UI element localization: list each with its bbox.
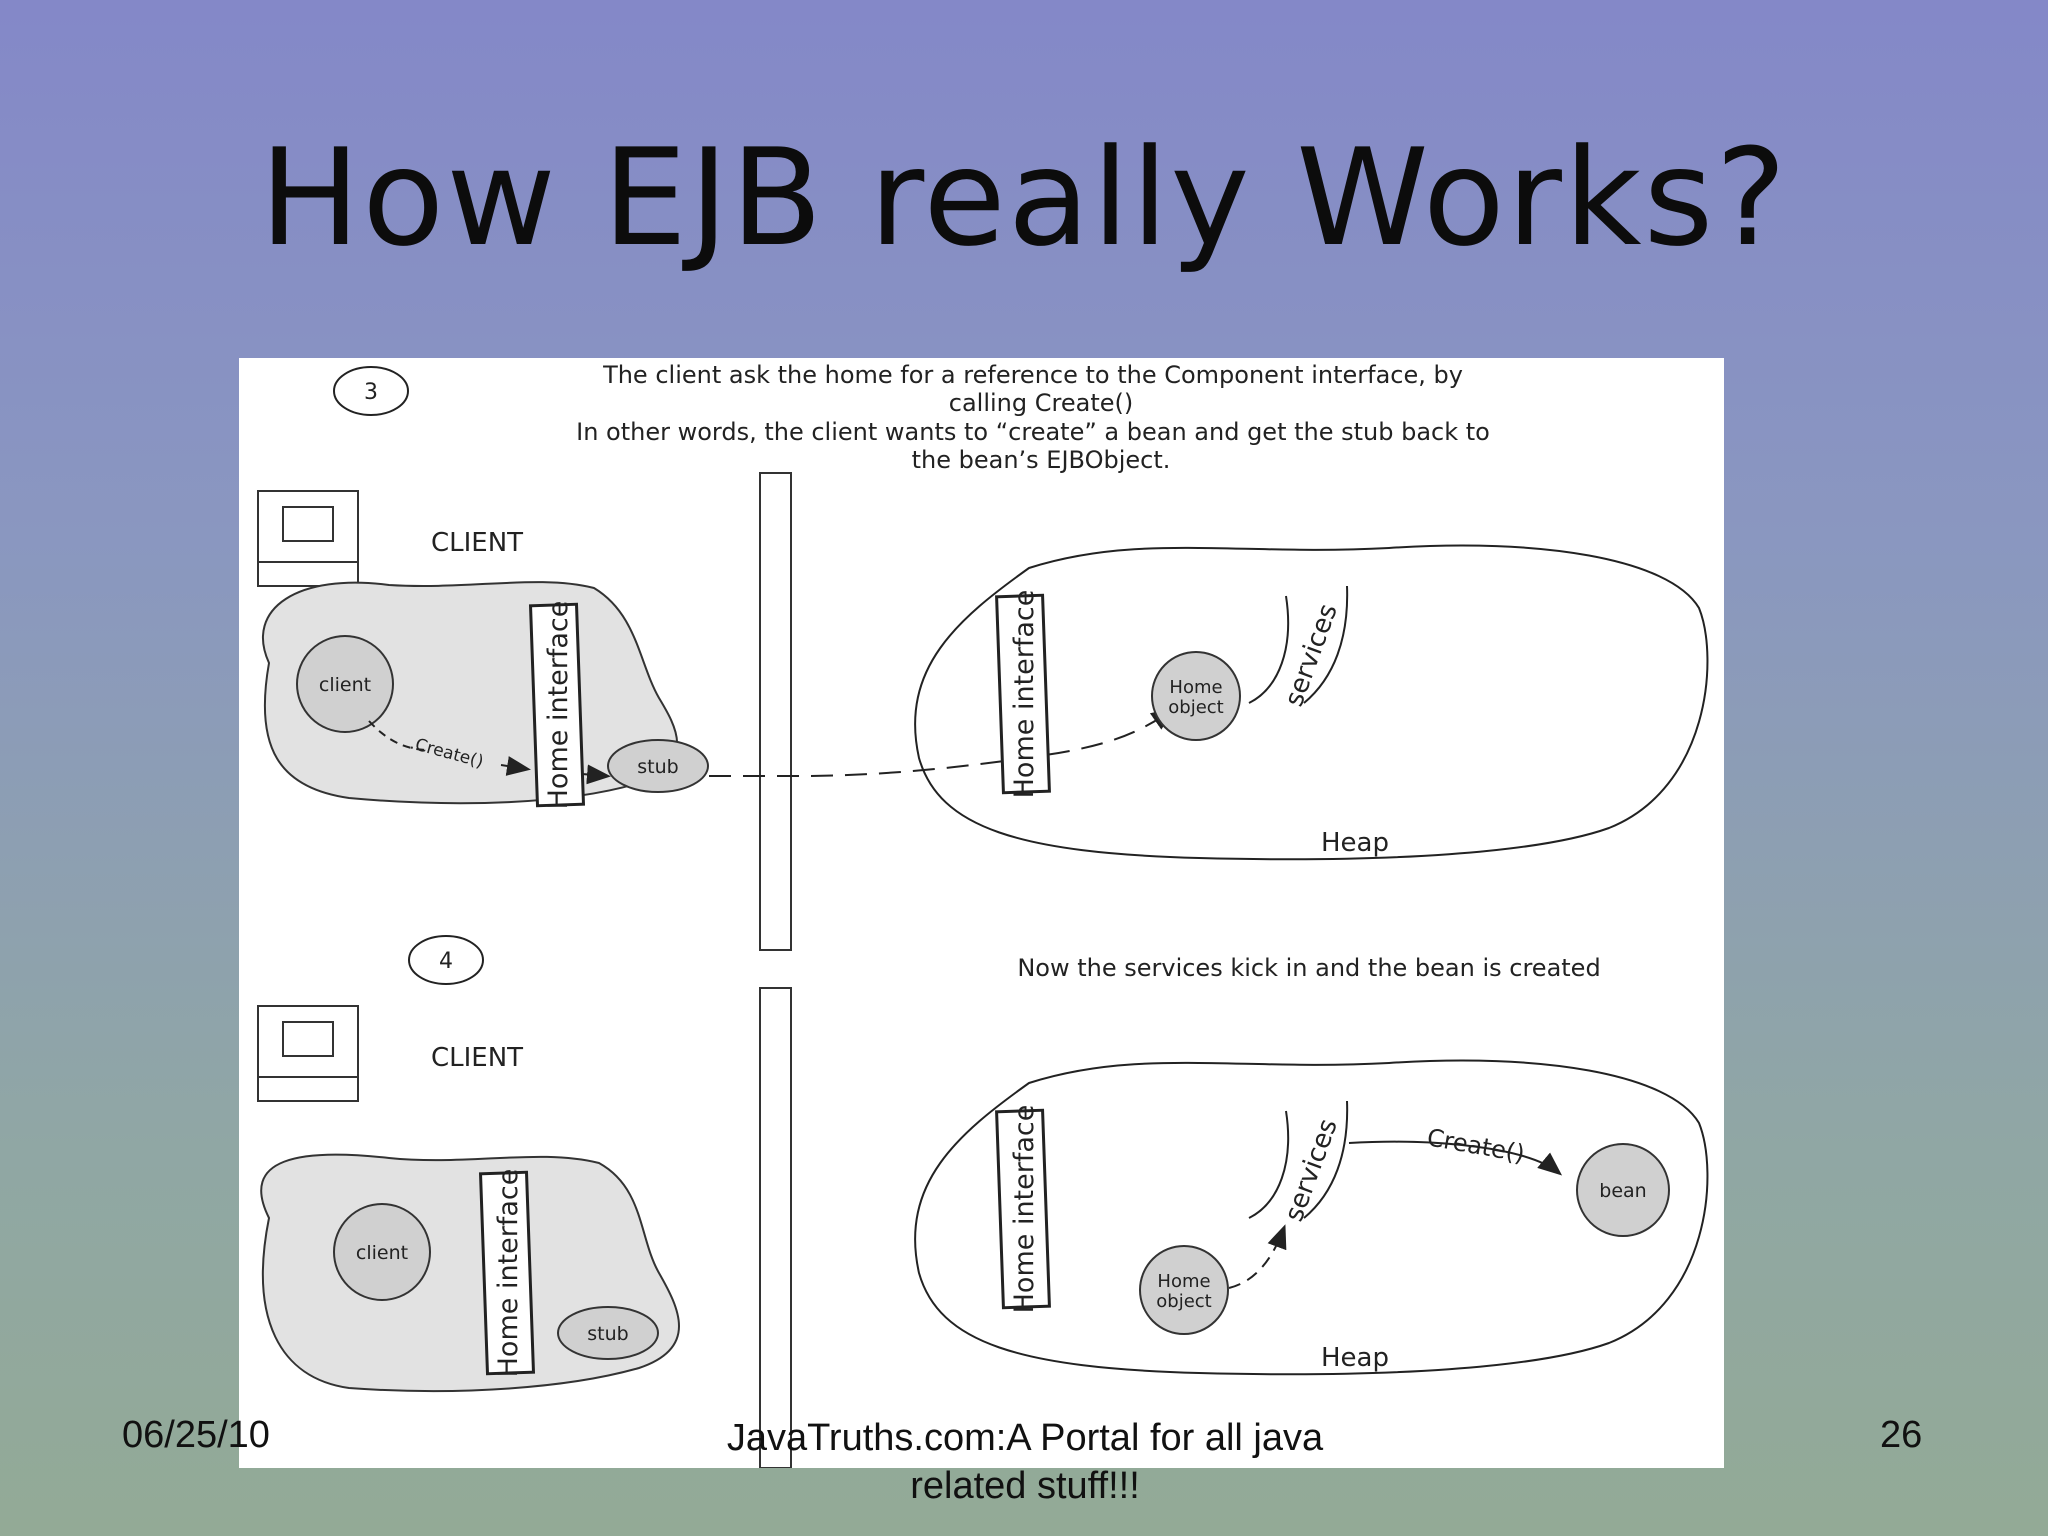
- step4-computer-icon: [257, 1005, 359, 1102]
- footer-source: JavaTruths.com:A Portal for all java rel…: [726, 1417, 1324, 1507]
- step3-home-object: [1151, 651, 1241, 741]
- step4-caption: Now the services kick in and the bean is…: [1017, 954, 1600, 982]
- step3-home-object-line1: Home: [1169, 677, 1222, 698]
- step3-stub: [607, 739, 709, 793]
- step4-client-node-label: client: [356, 1242, 408, 1264]
- step3-services-left-arc: [1248, 595, 1290, 704]
- step4-number-circle: [408, 935, 484, 985]
- footer-date: 06/25/10: [122, 1414, 270, 1456]
- ejb-diagram-panel: 3 The client ask the home for a referenc…: [239, 358, 1724, 1468]
- step4-stub: [557, 1306, 659, 1360]
- step3-client-node: [296, 635, 394, 733]
- step4-client-label: CLIENT: [431, 1043, 523, 1073]
- step3-number-circle: [333, 366, 409, 416]
- step4-heap-label: Heap: [1321, 1343, 1389, 1373]
- step4-home-object-line2: object: [1156, 1291, 1211, 1312]
- step3-client-home-interface-label: Home interface: [543, 601, 574, 810]
- step4-client-node: [333, 1203, 431, 1301]
- step3-client-node-label: client: [319, 674, 371, 696]
- step3-server-home-interface: [995, 593, 1051, 795]
- step3-caption-line2: calling Create(): [949, 389, 1133, 417]
- step3-server-home-interface-label: Home interface: [1009, 590, 1040, 799]
- page-number: 26: [1880, 1414, 1923, 1456]
- step4-bean-label: bean: [1599, 1180, 1646, 1202]
- step3-home-object-line2: object: [1168, 697, 1223, 718]
- step3-client-home-interface: [528, 602, 586, 808]
- step4-client-home-interface-label: Home interface: [493, 1169, 524, 1378]
- step3-caption-line3: In other words, the client wants to “cre…: [576, 418, 1490, 446]
- ejb-diagram: 3 The client ask the home for a referenc…: [257, 361, 1709, 1468]
- step4-bean: [1576, 1143, 1670, 1237]
- step4-home-object-line1: Home: [1157, 1271, 1210, 1292]
- step4-divider: [759, 987, 792, 1468]
- step3-caption-line4: the bean’s EJBObject.: [912, 446, 1171, 474]
- step3-divider: [759, 472, 792, 951]
- step3-number: 3: [364, 380, 378, 405]
- step4-heap-blob: [914, 1059, 1709, 1376]
- step4-stub-label: stub: [587, 1323, 628, 1345]
- step3-heap-label: Heap: [1321, 828, 1389, 858]
- step4-home-object: [1139, 1245, 1229, 1335]
- step4-server-home-interface: [995, 1108, 1051, 1310]
- step4-services-left-arc: [1248, 1110, 1290, 1219]
- step4-services-right-arc: [1303, 1100, 1349, 1219]
- step4-client-home-interface: [478, 1170, 536, 1376]
- step3-stub-label: stub: [637, 756, 678, 778]
- step4-create-call: Create(): [1425, 1123, 1527, 1168]
- step3-client-label: CLIENT: [431, 528, 523, 558]
- step3-heap-blob: [914, 544, 1709, 861]
- step3-services-right-arc: [1303, 585, 1349, 704]
- slide-title: How EJB really Works?: [259, 120, 1789, 276]
- step4-server-home-interface-label: Home interface: [1009, 1105, 1040, 1314]
- step3-caption-line1: The client ask the home for a reference …: [602, 361, 1463, 389]
- step3-computer-icon: [257, 490, 359, 587]
- step4-number: 4: [439, 949, 453, 974]
